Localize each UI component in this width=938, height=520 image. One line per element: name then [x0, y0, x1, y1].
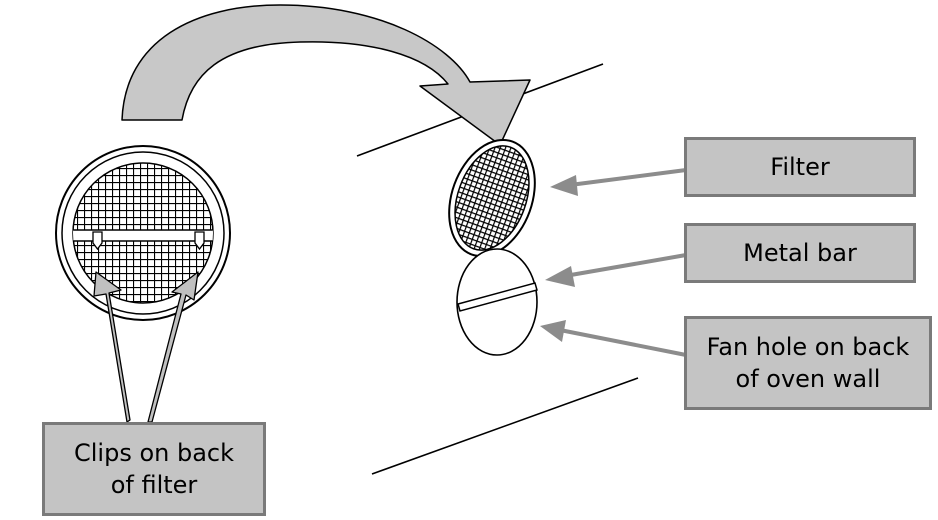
clip-pointer-arrow-left: [93, 271, 131, 423]
filter-back-view: [55, 145, 231, 321]
fan-hole-label-text: Fan hole on back of oven wall: [706, 333, 910, 393]
clips-label: Clips on back of filter: [42, 422, 266, 516]
fan-hole-label: Fan hole on back of oven wall: [684, 316, 932, 410]
filter-label: Filter: [684, 137, 916, 197]
clip-pointer-arrow-right: [147, 271, 199, 423]
fan-hole-pointer-arrow: [540, 320, 687, 357]
filter-label-text: Filter: [770, 153, 830, 181]
clip-icon: [194, 231, 205, 251]
oven-wall-bottom-line: [371, 377, 639, 475]
metal-bar-label: Metal bar: [684, 223, 916, 283]
filter-cross-bar: [73, 229, 213, 242]
curved-arrow-icon: [121, 4, 531, 146]
metal-bar-pointer-arrow: [545, 253, 687, 287]
clips-label-text: Clips on back of filter: [73, 439, 235, 499]
metal-bar: [457, 282, 538, 312]
clip-icon: [92, 231, 103, 251]
metal-bar-label-text: Metal bar: [743, 239, 857, 267]
installed-filter: [448, 138, 536, 258]
fan-hole: [456, 248, 538, 356]
filter-pointer-arrow: [550, 168, 687, 196]
